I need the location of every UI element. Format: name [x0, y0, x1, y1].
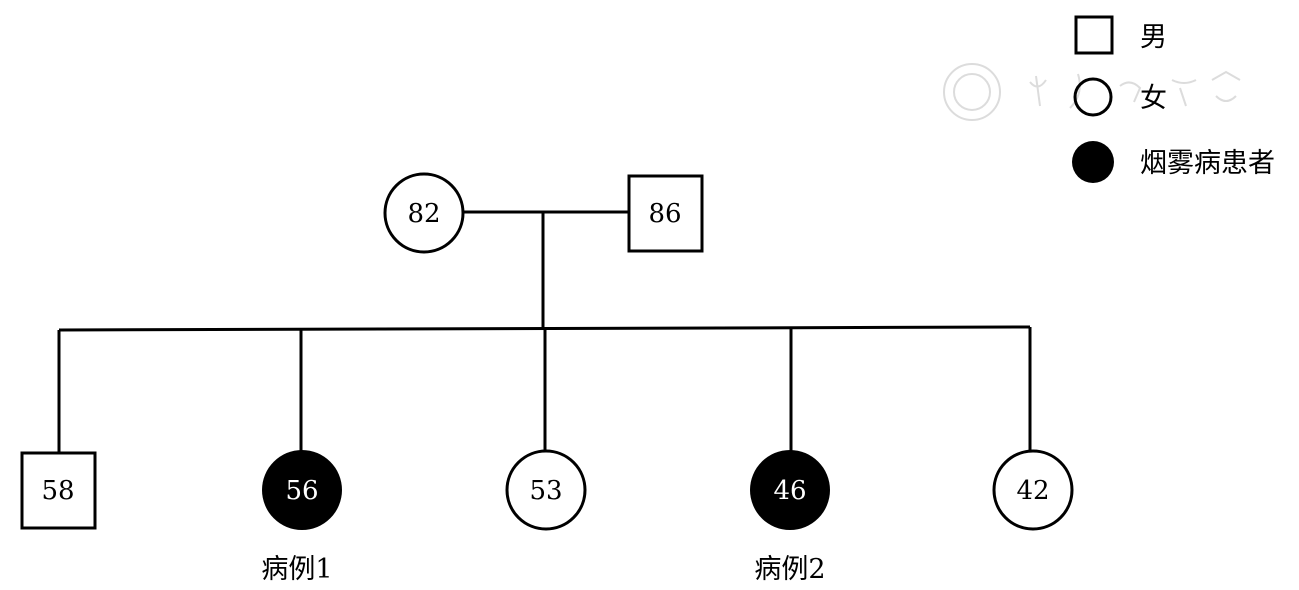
- age-label: 86: [648, 199, 681, 229]
- child-56-case1: 56 病例1: [261, 450, 342, 585]
- affected-female-circle-icon: [750, 450, 830, 530]
- legend-male-label: 男: [1140, 22, 1167, 53]
- age-label: 42: [1016, 476, 1049, 506]
- sibship-line: [58, 325, 1031, 332]
- age-label: 53: [529, 476, 562, 506]
- female-circle-icon: [992, 449, 1074, 531]
- legend-female-label: 女: [1140, 83, 1167, 114]
- male-square-icon: [20, 451, 97, 530]
- pedigree-lines: [57, 210, 1032, 452]
- female-circle-icon: [383, 172, 465, 254]
- age-label: 58: [41, 476, 74, 506]
- watermark-brush-strokes: [1029, 70, 1241, 109]
- legend-affected-label: 烟雾病患者: [1140, 148, 1275, 179]
- watermark-seal-icon: [943, 63, 1001, 121]
- legend-affected-circle-icon: [1072, 141, 1114, 183]
- case-label: 病例2: [754, 554, 825, 585]
- case-label: 病例1: [261, 554, 332, 585]
- female-circle-icon: [505, 449, 587, 531]
- watermark-seal-inner-icon: [953, 73, 991, 111]
- age-label: 46: [773, 476, 806, 506]
- child-58: 58: [20, 451, 97, 530]
- legend: 男 女 烟雾病患者: [1072, 15, 1275, 183]
- male-square-icon: [627, 174, 704, 253]
- watermark: [943, 63, 1241, 121]
- legend-female-circle-icon: [1073, 77, 1113, 117]
- age-label: 82: [407, 199, 440, 229]
- child-46-case2: 46 病例2: [750, 450, 830, 585]
- age-label: 56: [285, 476, 318, 506]
- child-42: 42: [992, 449, 1074, 531]
- father-86: 86: [627, 174, 704, 253]
- legend-male-square-icon: [1074, 15, 1114, 55]
- affected-female-circle-icon: [262, 450, 342, 530]
- child-53: 53: [505, 449, 587, 531]
- mother-82: 82: [383, 172, 465, 254]
